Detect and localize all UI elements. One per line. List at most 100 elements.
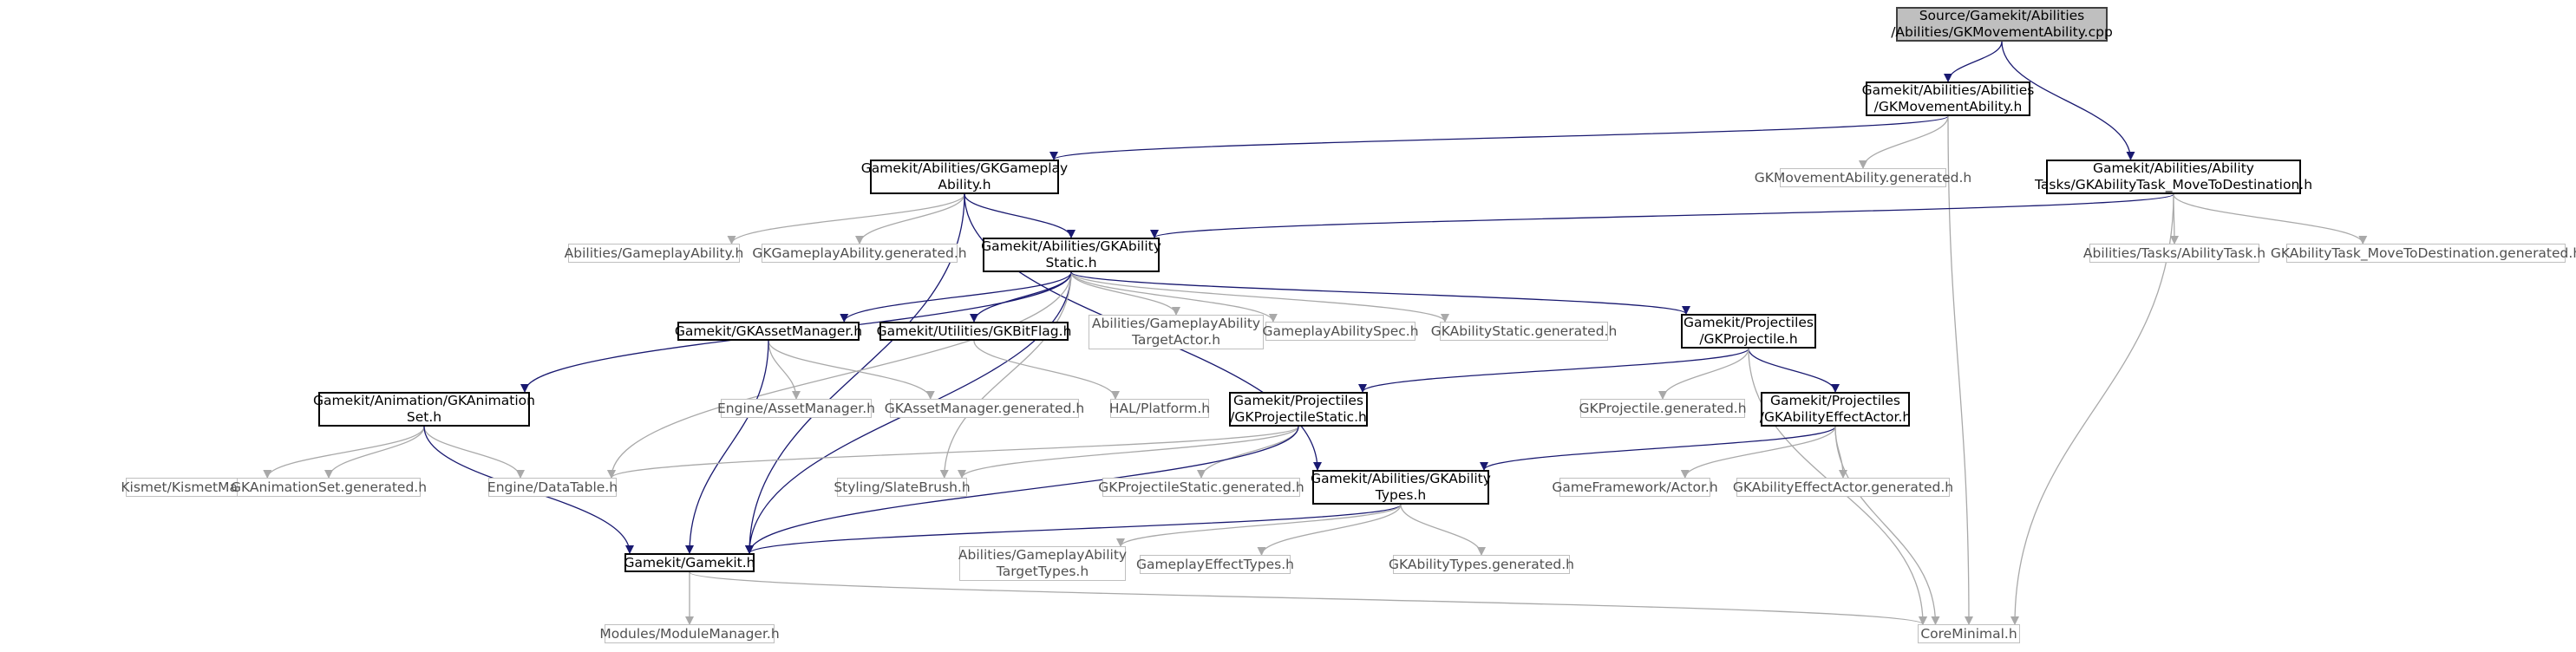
node-core-minimal-ext: CoreMinimal.h xyxy=(1918,624,2020,643)
edge-ability-static-h-to-asset-manager-h xyxy=(840,271,1072,323)
node-label-line: GameFramework/Actor.h xyxy=(1552,479,1718,495)
node-label-line: Gamekit/Abilities/Ability xyxy=(2093,160,2254,176)
edge-ability-static-h-to-ability-spec-ext xyxy=(1070,271,1278,323)
node-ability-task-ext: Abilities/Tasks/AbilityTask.h xyxy=(2083,244,2265,263)
edge-ability-static-h-to-slatebrush-ext xyxy=(939,271,1072,479)
node-label-line: Source/Gamekit/Abilities xyxy=(1919,8,2085,23)
edge-ability-types-h-to-ability-types-gen xyxy=(1400,504,1486,556)
node-label-line: HAL/Platform.h xyxy=(1108,400,1211,416)
node-label-line: /Abilities/GKMovementAbility.cpp xyxy=(1891,24,2113,40)
node-engine-asset-manager-ext: Engine/AssetManager.h xyxy=(717,399,875,418)
node-ability-types-gen: GKAbilityTypes.generated.h xyxy=(1389,555,1574,574)
edge-root-to-movement-h xyxy=(1944,41,2003,82)
node-label-line: Abilities/GameplayAbility xyxy=(1091,316,1261,331)
node-movement-h[interactable]: Gamekit/Abilities/Abilities/GKMovementAb… xyxy=(1862,82,2034,116)
edge-effect-actor-h-to-effect-actor-gen xyxy=(1834,426,1847,479)
node-datatable-ext: Engine/DataTable.h xyxy=(487,478,618,497)
edge-ability-static-h-to-datatable-ext xyxy=(607,271,1072,479)
node-label-line: Gamekit/Animation/GKAnimation xyxy=(313,393,535,408)
node-asset-manager-h[interactable]: Gamekit/GKAssetManager.h xyxy=(674,322,863,341)
node-asset-manager-gen: GKAssetManager.generated.h xyxy=(885,399,1084,418)
node-label-line: Gamekit/Projectiles xyxy=(1684,315,1814,330)
node-label-line: GKProjectile.generated.h xyxy=(1579,400,1747,416)
edge-gameplay-ability-h-to-gameplay-ability-ext xyxy=(727,193,965,244)
edge-ability-types-h-to-target-types-ext xyxy=(1116,504,1402,547)
node-projectile-h[interactable]: Gamekit/Projectiles/GKProjectile.h xyxy=(1681,314,1816,349)
node-label-line: Gamekit/Abilities/GKAbility xyxy=(1311,471,1491,486)
node-label-line: GKProjectileStatic.generated.h xyxy=(1098,479,1304,495)
node-label-line: Gamekit/Abilities/GKAbility xyxy=(981,238,1161,254)
node-gamekit-h[interactable]: Gamekit/Gamekit.h xyxy=(624,553,755,572)
node-label-line: TargetActor.h xyxy=(1131,332,1221,348)
edge-ability-static-h-to-ability-static-gen xyxy=(1070,271,1449,323)
node-label-line: /GKProjectileStatic.h xyxy=(1230,409,1367,425)
node-label-line: GKGameplayAbility.generated.h xyxy=(752,244,967,261)
node-effect-types-ext: GameplayEffectTypes.h xyxy=(1136,555,1294,574)
node-label-line: Gamekit/Abilities/GKGameplay xyxy=(860,160,1069,176)
edge-animation-set-h-to-kismet-ext xyxy=(263,426,425,479)
edge-ability-types-h-to-effect-types-ext xyxy=(1257,504,1402,556)
node-label-line: GameplayAbilitySpec.h xyxy=(1262,323,1419,339)
node-label-line: Types.h xyxy=(1375,487,1427,503)
node-label-line: Tasks/GKAbilityTask_MoveToDestination.h xyxy=(2034,177,2313,192)
node-label-line: CoreMinimal.h xyxy=(1920,625,2017,642)
edge-gamekit-h-to-core-minimal-ext xyxy=(689,571,1927,625)
edge-effect-actor-h-to-core-minimal-ext xyxy=(1834,426,1940,625)
node-label-line: GKAnimationSet.generated.h xyxy=(230,479,428,495)
node-move-task-gen: GKAbilityTask_MoveToDestination.generate… xyxy=(2271,244,2576,263)
edge-move-task-h-to-ability-static-h xyxy=(1150,193,2174,238)
node-label-line: Gamekit/Gamekit.h xyxy=(624,554,755,570)
node-animation-set-gen: GKAnimationSet.generated.h xyxy=(231,478,427,497)
edge-move-task-h-to-move-task-gen xyxy=(2173,193,2368,244)
node-bitflag-h[interactable]: Gamekit/Utilities/GKBitFlag.h xyxy=(876,322,1072,341)
node-label-line: GKAbilityTypes.generated.h xyxy=(1389,556,1574,572)
edge-projectile-h-to-effect-actor-h xyxy=(1748,348,1840,393)
edge-bitflag-h-to-hal-platform-ext xyxy=(973,340,1120,400)
edge-ability-static-h-to-projectile-h xyxy=(1070,271,1690,315)
node-effect-actor-gen: GKAbilityEffectActor.generated.h xyxy=(1732,478,1954,497)
node-label-line: Abilities/GameplayAbility.h xyxy=(564,244,744,261)
node-effect-actor-h[interactable]: Gamekit/Projectiles/GKAbilityEffectActor… xyxy=(1759,392,1912,427)
node-label-line: GKAbilityTask_MoveToDestination.generate… xyxy=(2270,244,2576,261)
node-actor-ext: GameFramework/Actor.h xyxy=(1552,478,1718,497)
node-label-line: Styling/SlateBrush.h xyxy=(834,479,971,495)
node-label-line: Gamekit/Projectiles xyxy=(1770,393,1900,408)
edge-asset-manager-h-to-engine-asset-manager-ext xyxy=(768,340,801,400)
node-gameplay-ability-gen: GKGameplayAbility.generated.h xyxy=(752,244,967,263)
node-hal-platform-ext: HAL/Platform.h xyxy=(1108,399,1211,418)
node-slatebrush-ext: Styling/SlateBrush.h xyxy=(834,478,971,497)
node-label-line: Engine/DataTable.h xyxy=(487,479,618,495)
node-label-line: /GKMovementAbility.h xyxy=(1873,99,2023,114)
edge-gameplay-ability-h-to-gameplay-ability-gen xyxy=(855,193,965,244)
node-label-line: Static.h xyxy=(1045,255,1097,271)
node-module-manager-ext: Modules/ModuleManager.h xyxy=(599,624,780,643)
node-ability-spec-ext: GameplayAbilitySpec.h xyxy=(1262,322,1419,341)
edge-root-to-move-task-h xyxy=(2001,41,2135,160)
node-label-line: GKAbilityEffectActor.generated.h xyxy=(1732,479,1954,495)
node-ability-static-gen: GKAbilityStatic.generated.h xyxy=(1431,322,1617,341)
node-label-line: Engine/AssetManager.h xyxy=(717,400,875,416)
edge-animation-set-h-to-datatable-ext xyxy=(423,426,525,479)
edge-move-task-h-to-core-minimal-ext xyxy=(2010,193,2174,625)
edge-animation-set-h-to-animation-set-gen xyxy=(324,426,425,479)
edge-projectile-static-h-to-gamekit-h xyxy=(745,426,1299,554)
node-projectile-static-h[interactable]: Gamekit/Projectiles/GKProjectileStatic.h xyxy=(1229,392,1368,427)
edge-projectile-h-to-projectile-gen xyxy=(1658,348,1749,400)
node-label-line: Gamekit/Utilities/GKBitFlag.h xyxy=(876,323,1072,339)
node-label-line: Gamekit/GKAssetManager.h xyxy=(674,323,863,339)
edge-projectile-static-h-to-datatable-ext xyxy=(607,426,1299,479)
node-label-line: Modules/ModuleManager.h xyxy=(599,625,780,642)
node-label-line: Abilities/Tasks/AbilityTask.h xyxy=(2082,244,2266,261)
node-label-line: /GKAbilityEffectActor.h xyxy=(1759,409,1912,425)
edge-ability-static-h-to-bitflag-h xyxy=(970,271,1072,323)
node-root: Source/Gamekit/Abilities/Abilities/GKMov… xyxy=(1891,7,2113,42)
node-projectile-static-gen: GKProjectileStatic.generated.h xyxy=(1098,478,1304,497)
